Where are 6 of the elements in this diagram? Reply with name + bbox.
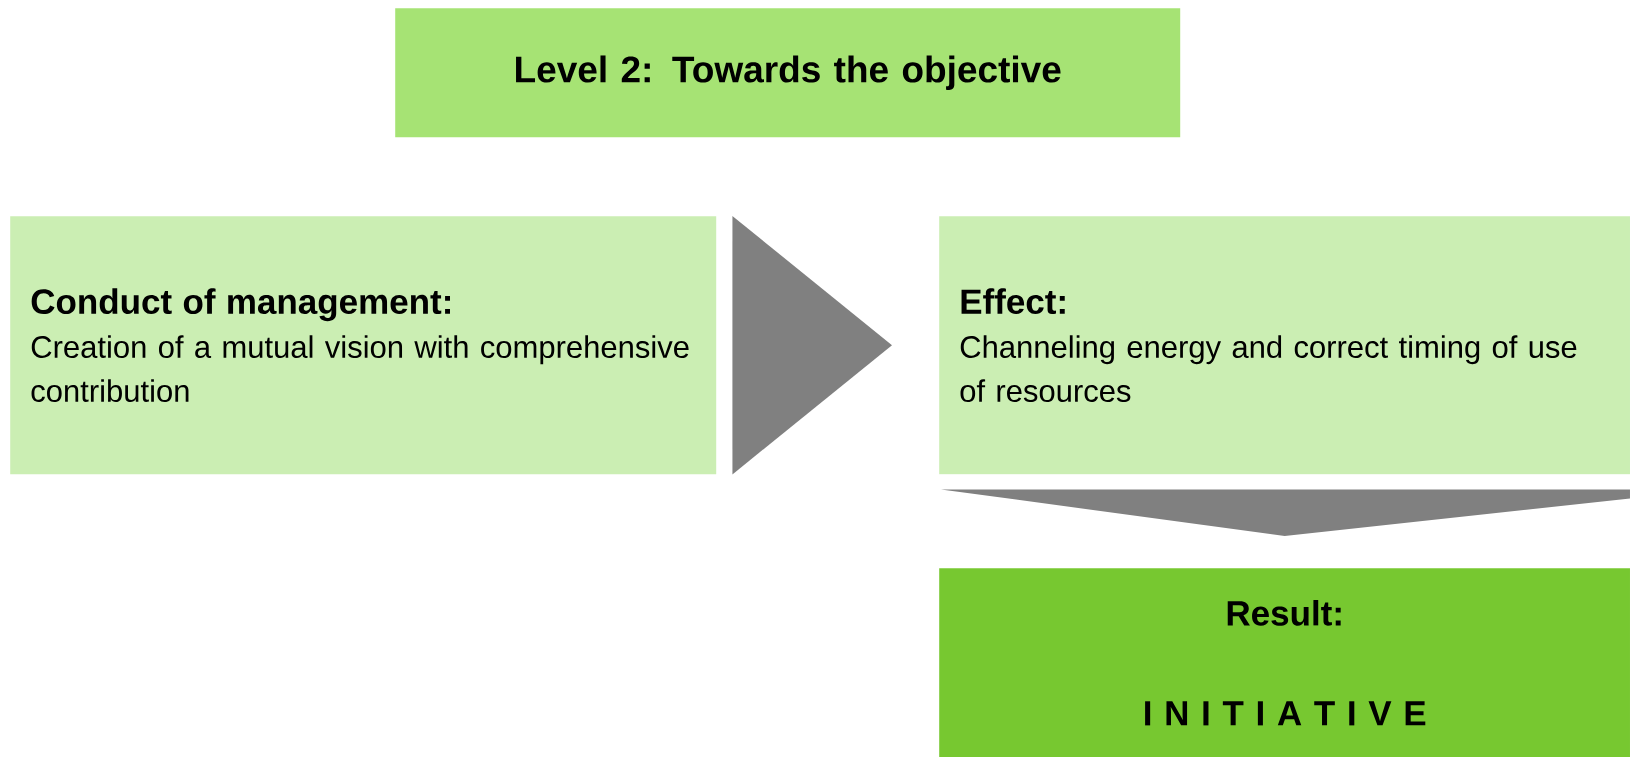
text-box: Conduct of management: Creation of a mutual vision with comprehensive contribution: [10, 216, 717, 475]
result-box: Result: I N I T I A T I V E: [939, 568, 1630, 757]
title-box: Level 2: Towards the objective: [395, 8, 1181, 138]
arrow: [941, 489, 1630, 536]
arrow: [732, 216, 892, 475]
text-box: Effect: Channeling energy and correct timing of use of resources: [939, 216, 1630, 475]
